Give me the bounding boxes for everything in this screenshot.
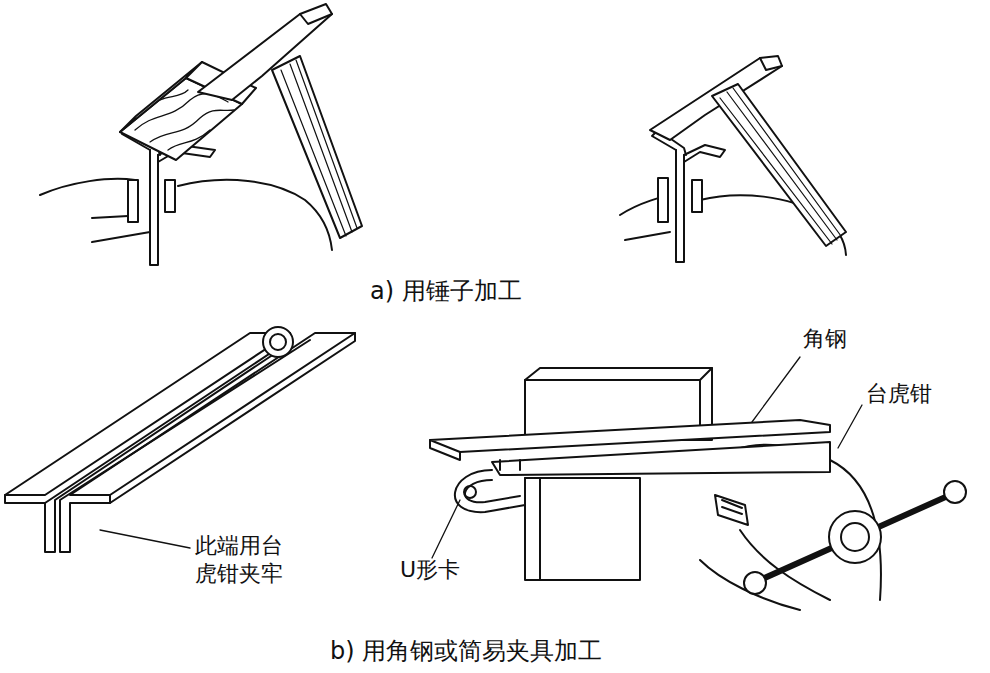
sub-caption: b) 用角钢或简易夹具加工 [330, 636, 602, 666]
part-name: 台虎钳 [866, 380, 932, 408]
hammer-with-block [40, 4, 362, 265]
part-name: 角钢 [803, 325, 847, 353]
sub-caption: a) 用锤子加工 [370, 276, 522, 306]
hammer [620, 56, 846, 262]
note: 此端用台 虎钳夹牢 [195, 532, 295, 587]
fixture-in-vise [430, 357, 966, 610]
angle-steel-pair [5, 327, 355, 552]
part-name: U形卡 [400, 556, 460, 584]
